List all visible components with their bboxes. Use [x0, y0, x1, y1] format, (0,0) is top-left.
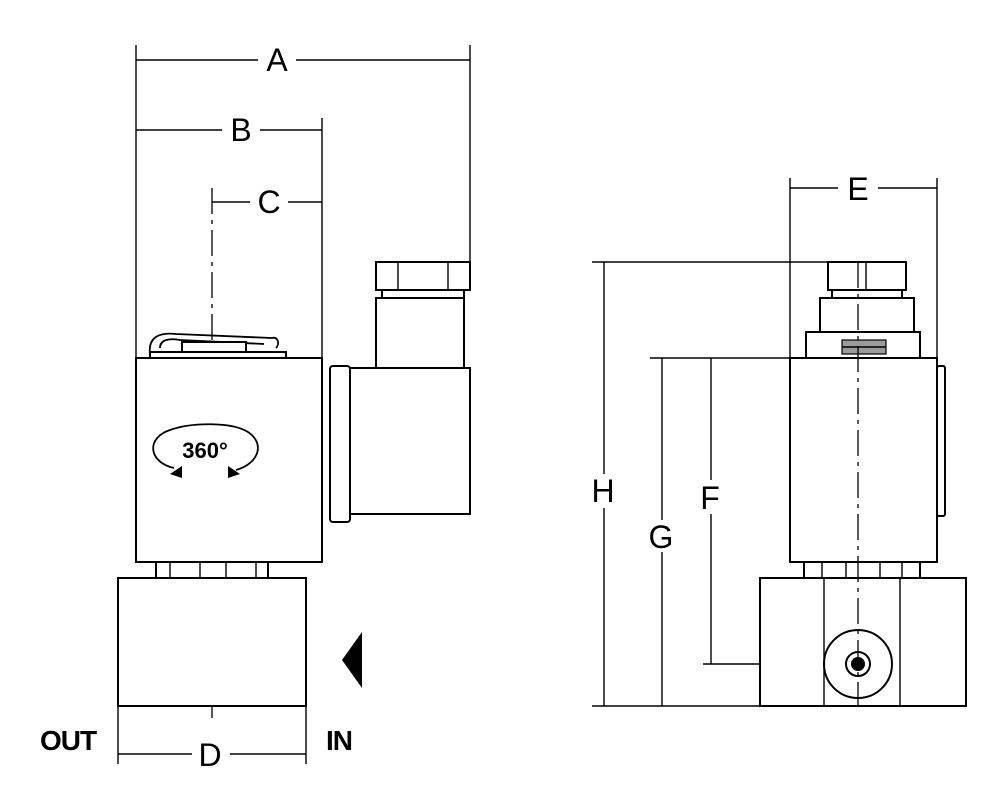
- rotation-arrow-left-icon: [170, 466, 182, 478]
- dimension-h-label: H: [591, 473, 614, 509]
- dimension-h: H: [591, 261, 828, 706]
- dimension-c: C: [212, 184, 322, 220]
- connector-plug: [329, 261, 471, 523]
- valve-body: [117, 577, 307, 707]
- dimension-a-label: A: [266, 42, 288, 78]
- inlet-port-label: IN: [326, 725, 352, 756]
- dimension-f-label: F: [700, 480, 720, 516]
- dimension-c-label: C: [257, 184, 280, 220]
- side-bottom-nut: [803, 561, 921, 579]
- rotation-badge: 360°: [152, 423, 259, 478]
- dimension-a: A: [135, 42, 471, 358]
- dimension-d-label: D: [198, 737, 221, 773]
- side-connector-edge: [936, 365, 946, 517]
- outlet-port-label: OUT: [40, 725, 97, 756]
- front-view: A B C: [40, 42, 471, 773]
- dimension-b: B: [136, 112, 323, 358]
- flow-direction-arrow-icon: [342, 632, 362, 688]
- dimension-d: D: [117, 706, 307, 773]
- side-view: E H G F: [591, 171, 967, 707]
- spring-clip: [148, 332, 287, 359]
- coil-nut: [155, 561, 269, 579]
- dimension-g: G: [649, 357, 790, 706]
- rotation-label: 360°: [182, 438, 228, 463]
- side-coil-body: [789, 357, 938, 563]
- dimension-g-label: G: [649, 519, 674, 555]
- coil-body: [135, 357, 323, 563]
- dimension-e: E: [789, 171, 938, 358]
- rotation-arrow-right-icon: [228, 466, 240, 478]
- side-top-nut: [805, 261, 921, 359]
- dimension-b-label: B: [230, 112, 251, 148]
- dimension-e-label: E: [847, 171, 868, 207]
